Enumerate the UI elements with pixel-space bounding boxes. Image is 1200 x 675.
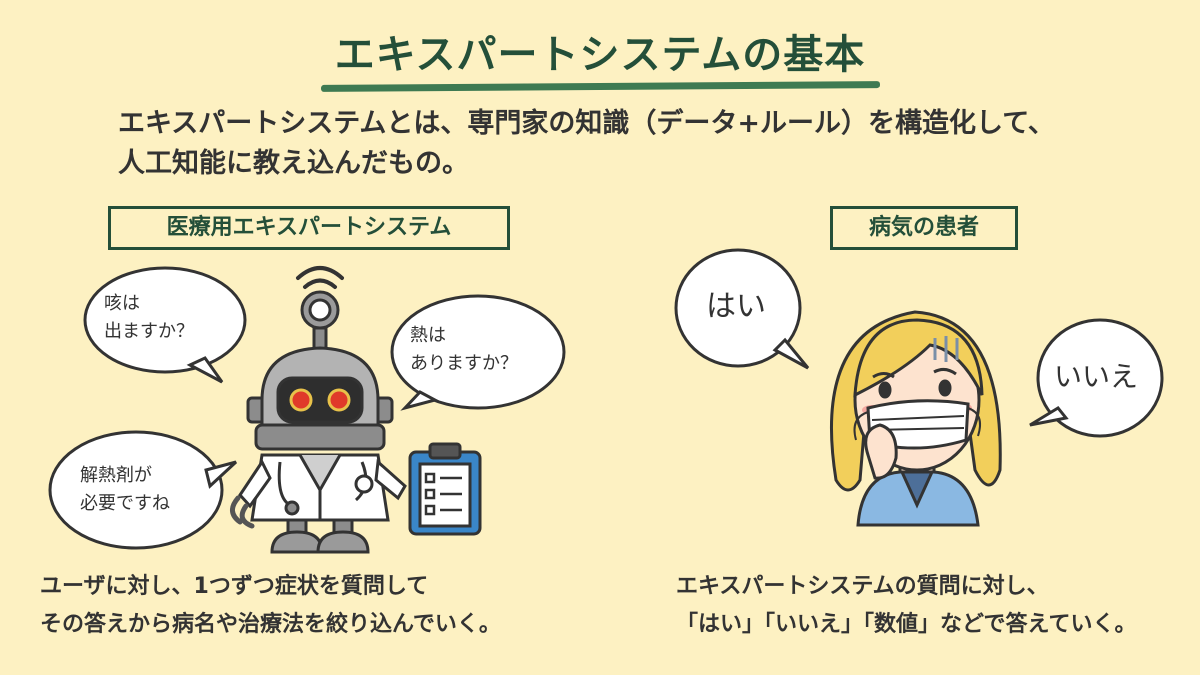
clipboard-icon — [408, 442, 482, 536]
bubble-medicine — [48, 430, 238, 550]
right-caption-line-1: エキスパートシステムの質問に対し、 — [676, 574, 1049, 599]
wifi-signal-icon — [296, 266, 344, 289]
medical-system-label: 医療用エキスパートシステム — [108, 206, 510, 250]
right-caption-line-2: 「はい」「いいえ」「数値」などで答えていく。 — [676, 612, 1137, 637]
bubble-fever — [390, 294, 566, 411]
bubble-cough-text: 咳は 出ますか？ — [104, 293, 194, 342]
left-caption: ユーザに対し、1つずつ症状を質問して その答えから病名や治療法を絞り込んでいく。 — [40, 568, 600, 644]
patient-label-text: 病気の患者 — [868, 215, 979, 240]
left-caption-line-1: ユーザに対し、1つずつ症状を質問して — [40, 574, 429, 599]
robot-doctor-icon — [230, 266, 407, 554]
intro-line-2: 人工知能に教え込んだもの。 — [118, 148, 469, 179]
bubble-yes — [674, 248, 810, 370]
page-title-text: エキスパートシステムの基本 — [334, 32, 866, 78]
left-caption-line-2: その答えから病名や治療法を絞り込んでいく。 — [40, 612, 501, 637]
bubble-no — [1029, 318, 1164, 438]
right-caption: エキスパートシステムの質問に対し、 「はい」「いいえ」「数値」などで答えていく。 — [676, 568, 1186, 644]
bubble-no-text: いいえ — [1054, 360, 1139, 393]
bubble-cough — [83, 266, 247, 384]
bubble-yes-text: はい — [706, 289, 766, 324]
intro-line-1: エキスパートシステムとは、専門家の知識（データ+ルール）を構造化して、 — [118, 108, 1055, 139]
medical-system-label-text: 医療用エキスパートシステム — [166, 215, 452, 240]
bubble-medicine-text: 解熱剤が 必要ですね — [80, 465, 170, 514]
patient-label: 病気の患者 — [830, 206, 1018, 250]
page-title: エキスパートシステムの基本 — [320, 22, 880, 92]
title-area: エキスパートシステムの基本 — [0, 22, 1200, 92]
intro-text: エキスパートシステムとは、専門家の知識（データ+ルール）を構造化して、 人工知能… — [118, 104, 1118, 184]
masked-patient-icon — [829, 310, 1002, 527]
bubble-fever-text: 熱は ありますか？ — [410, 325, 518, 374]
